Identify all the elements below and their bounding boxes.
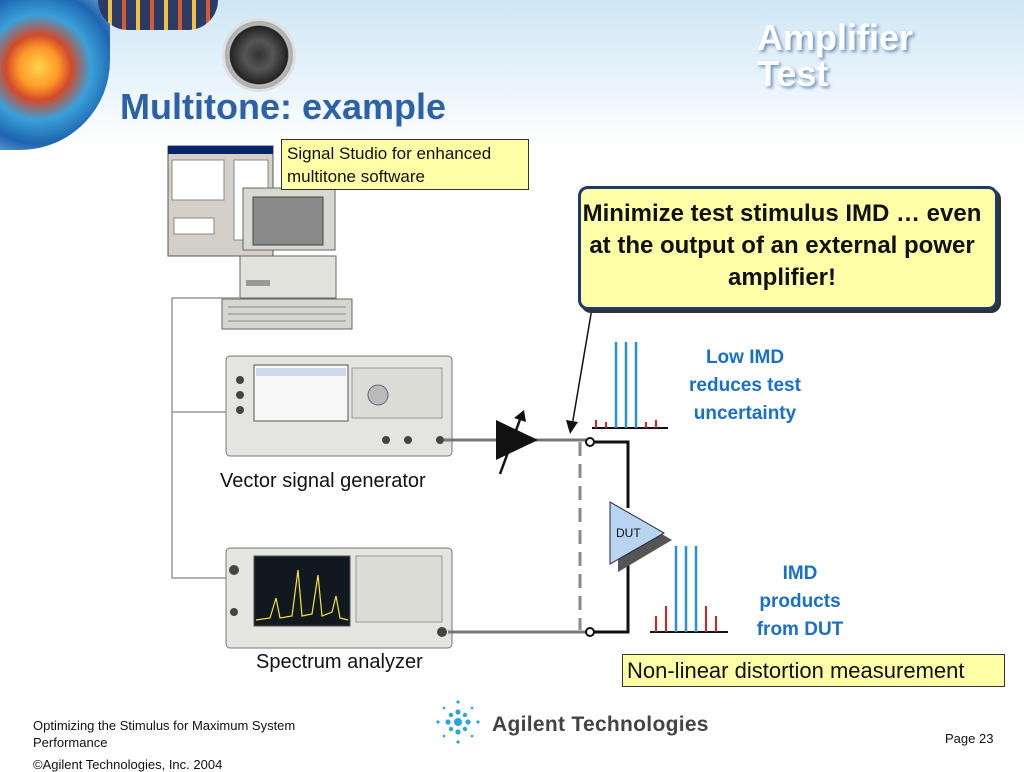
spectrum-analyzer-caption: Spectrum analyzer: [256, 651, 423, 673]
dut-amplifier-icon: [609, 501, 672, 572]
spectrum-analyzer-icon: [225, 547, 453, 649]
non-linear-callout: [622, 654, 1005, 687]
signal-studio-text: Signal Studio for enhanced multitone sof…: [287, 144, 492, 186]
low-imd-label: Low IMD reduces test uncertainty: [689, 347, 801, 424]
section-title: Amplifier Test: [757, 17, 914, 94]
signal-generator-icon: [225, 355, 453, 457]
footer-presentation-title: Optimizing the Stimulus for Maximum Syst…: [33, 718, 296, 750]
non-linear-text: Non-linear distortion measurement: [627, 658, 965, 683]
imd-products-spectrum: [650, 546, 728, 633]
computer-icon: [167, 145, 353, 330]
dut-label: DUT: [616, 526, 641, 540]
agilent-logo-text: Agilent Technologies: [492, 713, 709, 736]
signal-studio-callout: [281, 139, 529, 190]
agilent-spark-logo: [436, 700, 480, 744]
imd-products-label: IMD products from DUT: [756, 563, 844, 640]
minimize-imd-callout: [578, 186, 998, 310]
header-decoration-circle: [222, 18, 296, 92]
page-number: Page 23: [945, 731, 994, 746]
slide-title: Multitone: example: [120, 86, 447, 127]
vector-signal-generator-caption: Vector signal generator: [220, 470, 426, 492]
low-imd-spectrum: [592, 342, 668, 429]
footer-copyright: ©Agilent Technologies, Inc. 2004: [33, 757, 223, 772]
variable-amplifier-icon: [496, 410, 538, 475]
header-decoration-strip: [98, 0, 218, 30]
minimize-imd-text: Minimize test stimulus IMD … even at the…: [582, 200, 982, 291]
